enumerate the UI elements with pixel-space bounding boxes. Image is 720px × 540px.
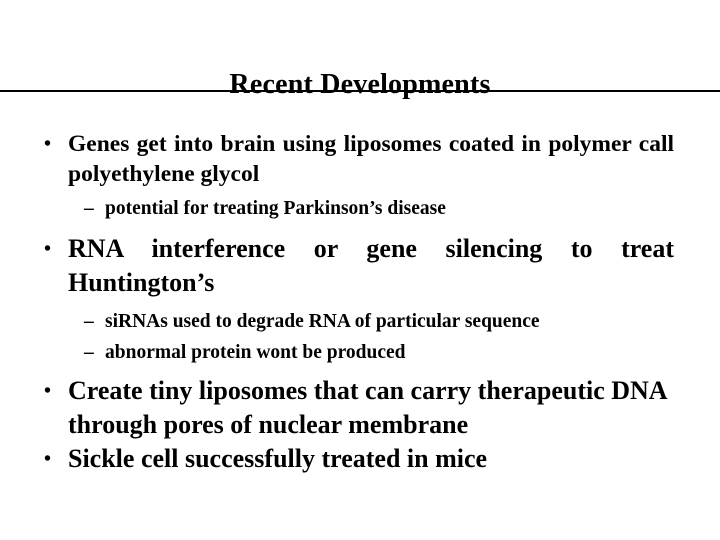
bullet-marker-icon: • <box>44 133 52 155</box>
list-item: • Genes get into brain using liposomes c… <box>40 129 674 189</box>
list-item-text: Create tiny liposomes that can carry the… <box>68 376 667 439</box>
sub-list-item: – potential for treating Parkinson’s dis… <box>40 195 674 223</box>
sub-list-item-text: siRNAs used to degrade RNA of particular… <box>105 311 540 332</box>
sub-list-item: – abnormal protein wont be produced <box>40 339 674 367</box>
list-item: • RNA interference or gene silencing to … <box>40 232 674 300</box>
list-item-text: RNA interference or gene silencing to tr… <box>68 234 674 297</box>
list-item: • Sickle cell successfully treated in mi… <box>40 442 674 476</box>
sub-list-item-text: abnormal protein wont be produced <box>105 342 406 363</box>
sub-list-item-text: potential for treating Parkinson’s disea… <box>105 198 446 219</box>
list-item: • Create tiny liposomes that can carry t… <box>40 374 674 442</box>
slide-body: • Genes get into brain using liposomes c… <box>40 129 674 476</box>
bullet-marker-icon: • <box>44 238 52 260</box>
dash-marker-icon: – <box>84 342 94 363</box>
dash-marker-icon: – <box>84 311 94 332</box>
bullet-marker-icon: • <box>44 380 52 402</box>
sub-list-item: – siRNAs used to degrade RNA of particul… <box>40 308 674 336</box>
page-title: Recent Developments <box>229 68 491 100</box>
dash-marker-icon: – <box>84 198 94 219</box>
list-item-text: Sickle cell successfully treated in mice <box>68 444 488 473</box>
list-item-text: Genes get into brain using liposomes coa… <box>68 131 674 187</box>
title-divider <box>0 90 720 92</box>
bullet-marker-icon: • <box>44 448 52 470</box>
